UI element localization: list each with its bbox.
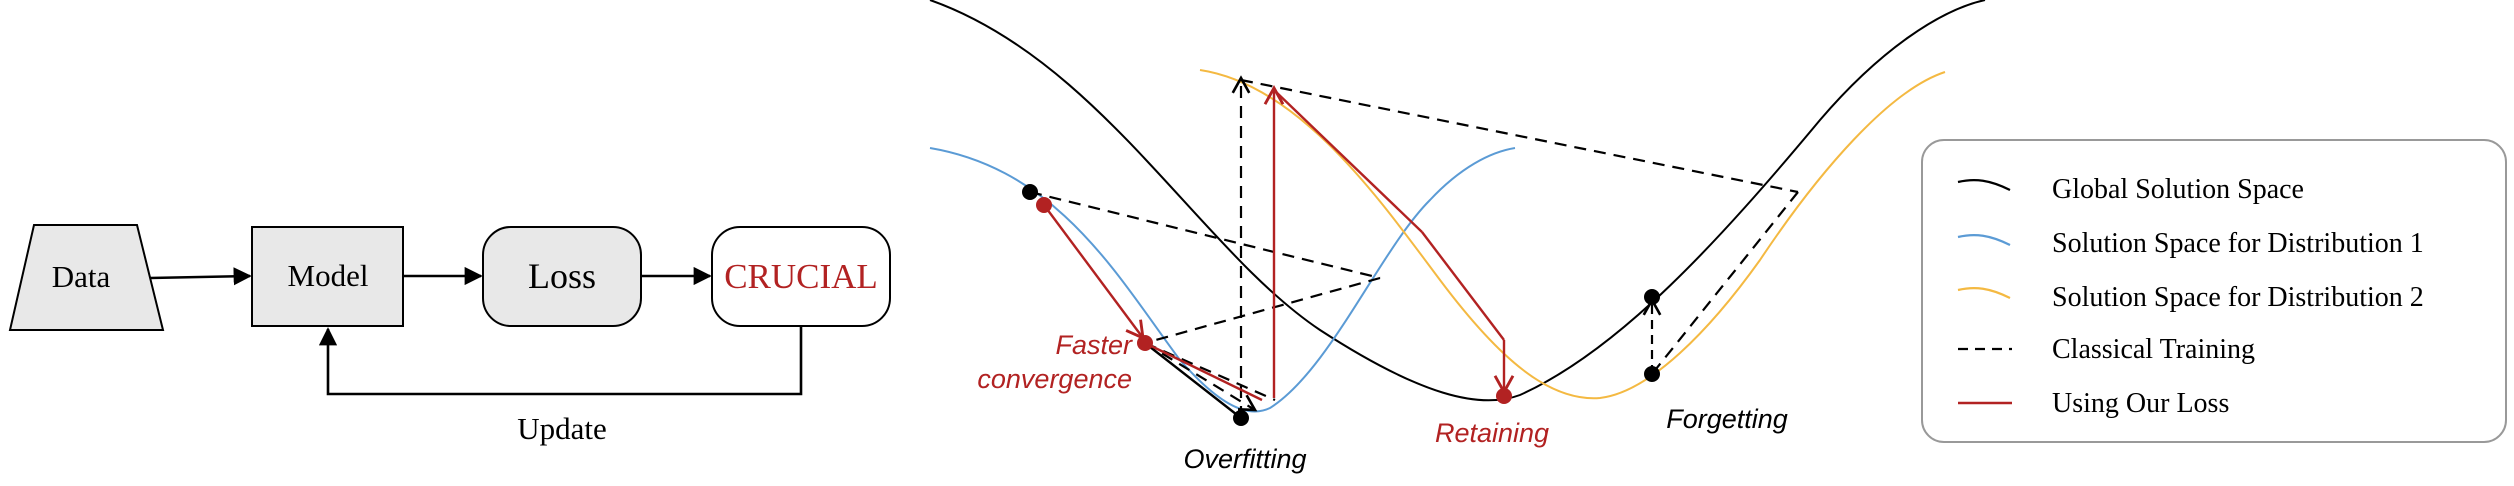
model-label: Model <box>288 258 369 293</box>
global-solution-curve <box>929 0 1986 402</box>
legend-label: Using Our Loss <box>2052 388 2229 419</box>
forgetting-point-top <box>1644 289 1660 305</box>
faster-convergence-point <box>1137 335 1153 351</box>
overfitting-label: Overfitting <box>1183 444 1306 474</box>
classical-descent-step <box>1144 342 1242 419</box>
overfitting-point <box>1233 410 1249 426</box>
legend-label: Global Solution Space <box>2052 174 2304 205</box>
legend-item-our-loss: Using Our Loss <box>1958 388 2229 419</box>
classical-training-paths <box>1029 75 1799 418</box>
distribution-2-curve <box>1199 69 1946 400</box>
legend-item-distribution-2: Solution Space for Distribution 2 <box>1957 282 2424 313</box>
legend-item-distribution-1: Solution Space for Distribution 1 <box>1957 228 2424 259</box>
legend-item-classical-training: Classical Training <box>1958 334 2255 365</box>
retaining-point <box>1496 388 1512 404</box>
loss-node: Loss <box>482 226 642 327</box>
start-point-classical <box>1022 184 1038 200</box>
pipeline: Data Model Loss CRUCIAL Update <box>8 224 891 446</box>
crucial-node: CRUCIAL <box>711 226 891 327</box>
legend-label: Solution Space for Distribution 1 <box>2052 228 2424 259</box>
our-loss-paths <box>1043 85 1515 402</box>
legend-item-global: Global Solution Space <box>1957 174 2304 205</box>
model-node: Model <box>251 226 404 327</box>
legend-label: Classical Training <box>2052 334 2255 365</box>
update-label: Update <box>517 411 607 446</box>
legend-box <box>1921 139 2507 443</box>
faster-label-line2: convergence <box>977 364 1132 394</box>
legend-label: Solution Space for Distribution 2 <box>2052 282 2424 313</box>
start-point-ours <box>1036 197 1052 213</box>
loss-label: Loss <box>528 256 596 296</box>
forgetting-label: Forgetting <box>1666 404 1788 434</box>
legend: Global Solution Space Solution Space for… <box>1921 139 2507 443</box>
data-label: Data <box>52 259 111 294</box>
distribution-1-curve <box>929 147 1516 413</box>
retaining-label: Retaining <box>1435 418 1549 448</box>
solution-space-diagram: Faster convergence Overfitting Retaining… <box>929 0 1986 474</box>
data-node: Data <box>8 224 165 331</box>
forgetting-point-bottom <box>1644 366 1660 382</box>
crucial-label: CRUCIAL <box>724 257 878 296</box>
faster-label-line1: Faster <box>1055 330 1133 360</box>
arrow-update-feedback <box>318 326 803 396</box>
arrow-data-to-model <box>149 267 252 286</box>
